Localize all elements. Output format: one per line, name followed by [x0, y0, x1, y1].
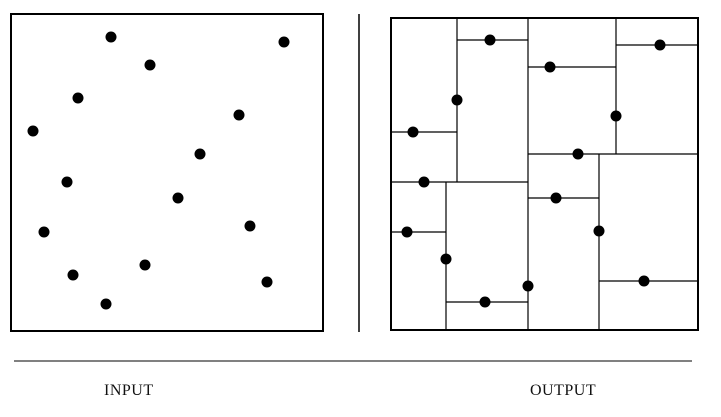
output-point [522, 280, 534, 292]
input-point [61, 176, 73, 188]
output-point [451, 94, 463, 106]
input-point [233, 109, 245, 121]
input-point [105, 31, 117, 43]
output-point [401, 226, 413, 238]
output-point [593, 225, 605, 237]
input-point [261, 276, 273, 288]
input-point [27, 125, 39, 137]
output-point [407, 126, 419, 138]
output-caption: OUTPUT [530, 382, 597, 399]
input-point [139, 259, 151, 271]
input-point [278, 36, 290, 48]
input-point [67, 269, 79, 281]
input-point [244, 220, 256, 232]
input-points [27, 31, 290, 310]
output-point [544, 61, 556, 73]
input-point [100, 298, 112, 310]
output-point [638, 275, 650, 287]
output-point [440, 253, 452, 265]
output-point [610, 110, 622, 122]
output-point [479, 296, 491, 308]
input-point [144, 59, 156, 71]
input-point [72, 92, 84, 104]
output-point [572, 148, 584, 160]
output-point [654, 39, 666, 51]
output-point [484, 34, 496, 46]
input-caption: INPUT [104, 382, 154, 399]
output-panel [390, 17, 699, 331]
input-point [38, 226, 50, 238]
output-point [418, 176, 430, 188]
input-point [172, 192, 184, 204]
input-point [194, 148, 206, 160]
output-frame [390, 17, 699, 331]
input-panel [10, 13, 324, 332]
partition-lines [391, 18, 698, 330]
input-frame [10, 13, 324, 332]
output-point [550, 192, 562, 204]
output-points [401, 34, 666, 308]
